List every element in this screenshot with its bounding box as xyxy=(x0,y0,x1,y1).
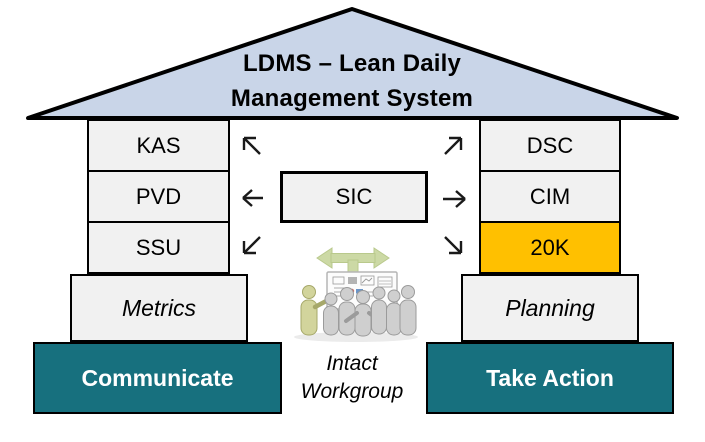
arrow-down-right-icon xyxy=(444,236,463,255)
title-line-1: LDMS – Lean Daily xyxy=(242,50,462,77)
communicate-bar: Communicate xyxy=(33,342,282,414)
team-figures xyxy=(300,285,417,337)
arrow-left-icon xyxy=(242,189,263,207)
arrow-down-left-icon xyxy=(242,236,261,255)
metrics-label: Metrics xyxy=(121,294,197,321)
pillar-box-kas: KAS xyxy=(87,119,230,172)
workgroup-label-line-1: Intact xyxy=(326,352,378,375)
workgroup-clipart xyxy=(294,247,418,342)
pillar-label-kas: KAS xyxy=(136,132,181,158)
communicate-label: Communicate xyxy=(81,364,234,391)
pillar-box-20k: 20K xyxy=(479,221,621,274)
take-action-bar: Take Action xyxy=(426,342,674,414)
pillar-box-ssu: SSU xyxy=(87,221,230,274)
pillar-label-20k: 20K xyxy=(530,234,570,260)
sic-box: SIC xyxy=(280,171,428,223)
team-figure xyxy=(323,285,417,337)
diagram-title: LDMS – Lean Daily Management System xyxy=(212,46,492,116)
workgroup-label-line-2: Workgroup xyxy=(300,380,404,403)
metrics-box: Metrics xyxy=(70,274,248,342)
roof-shape xyxy=(26,7,679,120)
arrow-right-icon xyxy=(443,190,466,208)
green-branch-arrow-icon xyxy=(316,247,390,274)
team-figure-leader xyxy=(300,285,333,336)
title-line-2: Management System xyxy=(230,85,474,112)
pillar-box-pvd: PVD xyxy=(87,170,230,223)
pillar-box-dsc: DSC xyxy=(479,119,621,172)
pillar-label-cim: CIM xyxy=(529,183,571,209)
take-action-label: Take Action xyxy=(486,364,614,391)
pillar-label-ssu: SSU xyxy=(135,234,182,260)
workgroup-label: Intact Workgroup xyxy=(287,350,417,406)
arrow-up-left-icon xyxy=(242,136,261,155)
arrow-up-right-icon xyxy=(444,136,463,155)
planning-label: Planning xyxy=(505,294,595,321)
pillar-label-pvd: PVD xyxy=(135,183,182,209)
sic-label: SIC xyxy=(335,184,373,209)
planning-box: Planning xyxy=(461,274,639,342)
pillar-box-cim: CIM xyxy=(479,170,621,223)
pillar-label-dsc: DSC xyxy=(526,132,574,158)
